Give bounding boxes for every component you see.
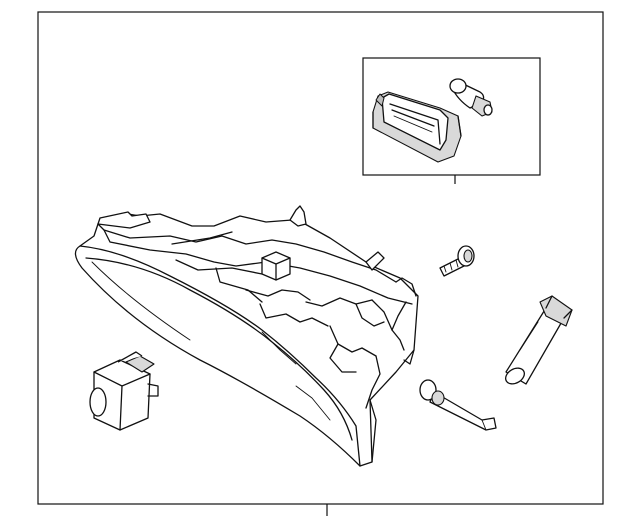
inset-frame xyxy=(362,57,541,176)
bulb xyxy=(449,78,493,117)
lamp-housing xyxy=(372,91,462,163)
hinge-pin xyxy=(419,379,497,431)
diagram-frame xyxy=(37,11,604,505)
bolt xyxy=(439,245,475,277)
glove-box-assembly xyxy=(74,205,419,467)
lamp-inset xyxy=(362,57,541,184)
switch-bracket xyxy=(89,351,159,431)
damper xyxy=(505,295,573,385)
